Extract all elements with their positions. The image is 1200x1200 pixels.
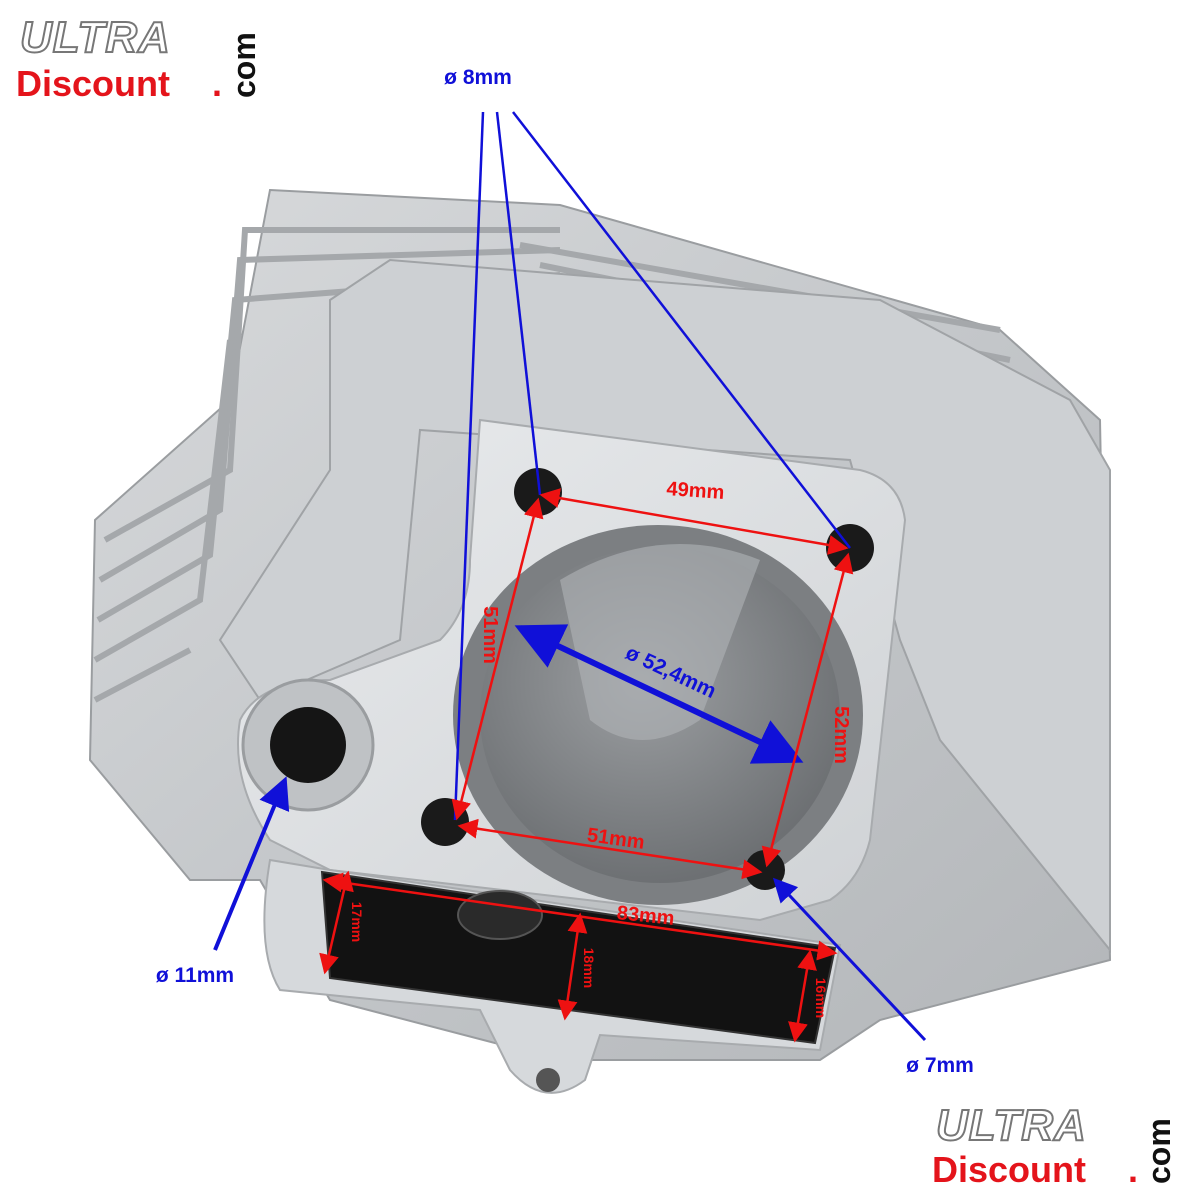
cylinder-bore	[453, 525, 863, 905]
logo-discount-text: Discount	[16, 63, 170, 104]
mount-bolt-hole	[536, 1068, 560, 1092]
port-boss	[457, 890, 543, 940]
logo-bottom-right: ULTRA Discount . com	[932, 1100, 1177, 1190]
logo-ultra-text: ULTRA	[936, 1101, 1087, 1150]
logo-dot: .	[1128, 1149, 1138, 1190]
label-port-mid-height: 18mm	[581, 948, 597, 988]
label-right-spacing: 52mm	[830, 706, 852, 764]
label-port-right-height: 16mm	[813, 978, 829, 1018]
logo-top-left: ULTRA Discount . com	[16, 12, 262, 104]
exhaust-stud-hole	[270, 707, 346, 783]
label-port-left-height: 17mm	[349, 902, 365, 942]
logo-dot: .	[212, 63, 222, 104]
logo-ultra-text: ULTRA	[20, 13, 171, 62]
label-bolt-hole-top: ø 8mm	[444, 66, 512, 89]
bolt-hole-bottom-left	[421, 798, 469, 846]
logo-com-text: com	[1141, 1118, 1177, 1184]
logo-discount-text: Discount	[932, 1149, 1086, 1190]
logo-com-text: com	[226, 32, 262, 98]
label-exhaust-stud: ø 11mm	[156, 964, 234, 987]
label-left-spacing: 51mm	[479, 606, 501, 664]
label-bolt-hole-bottom: ø 7mm	[906, 1054, 974, 1077]
label-top-spacing: 49mm	[666, 478, 725, 504]
red-annotations	[319, 488, 854, 1043]
